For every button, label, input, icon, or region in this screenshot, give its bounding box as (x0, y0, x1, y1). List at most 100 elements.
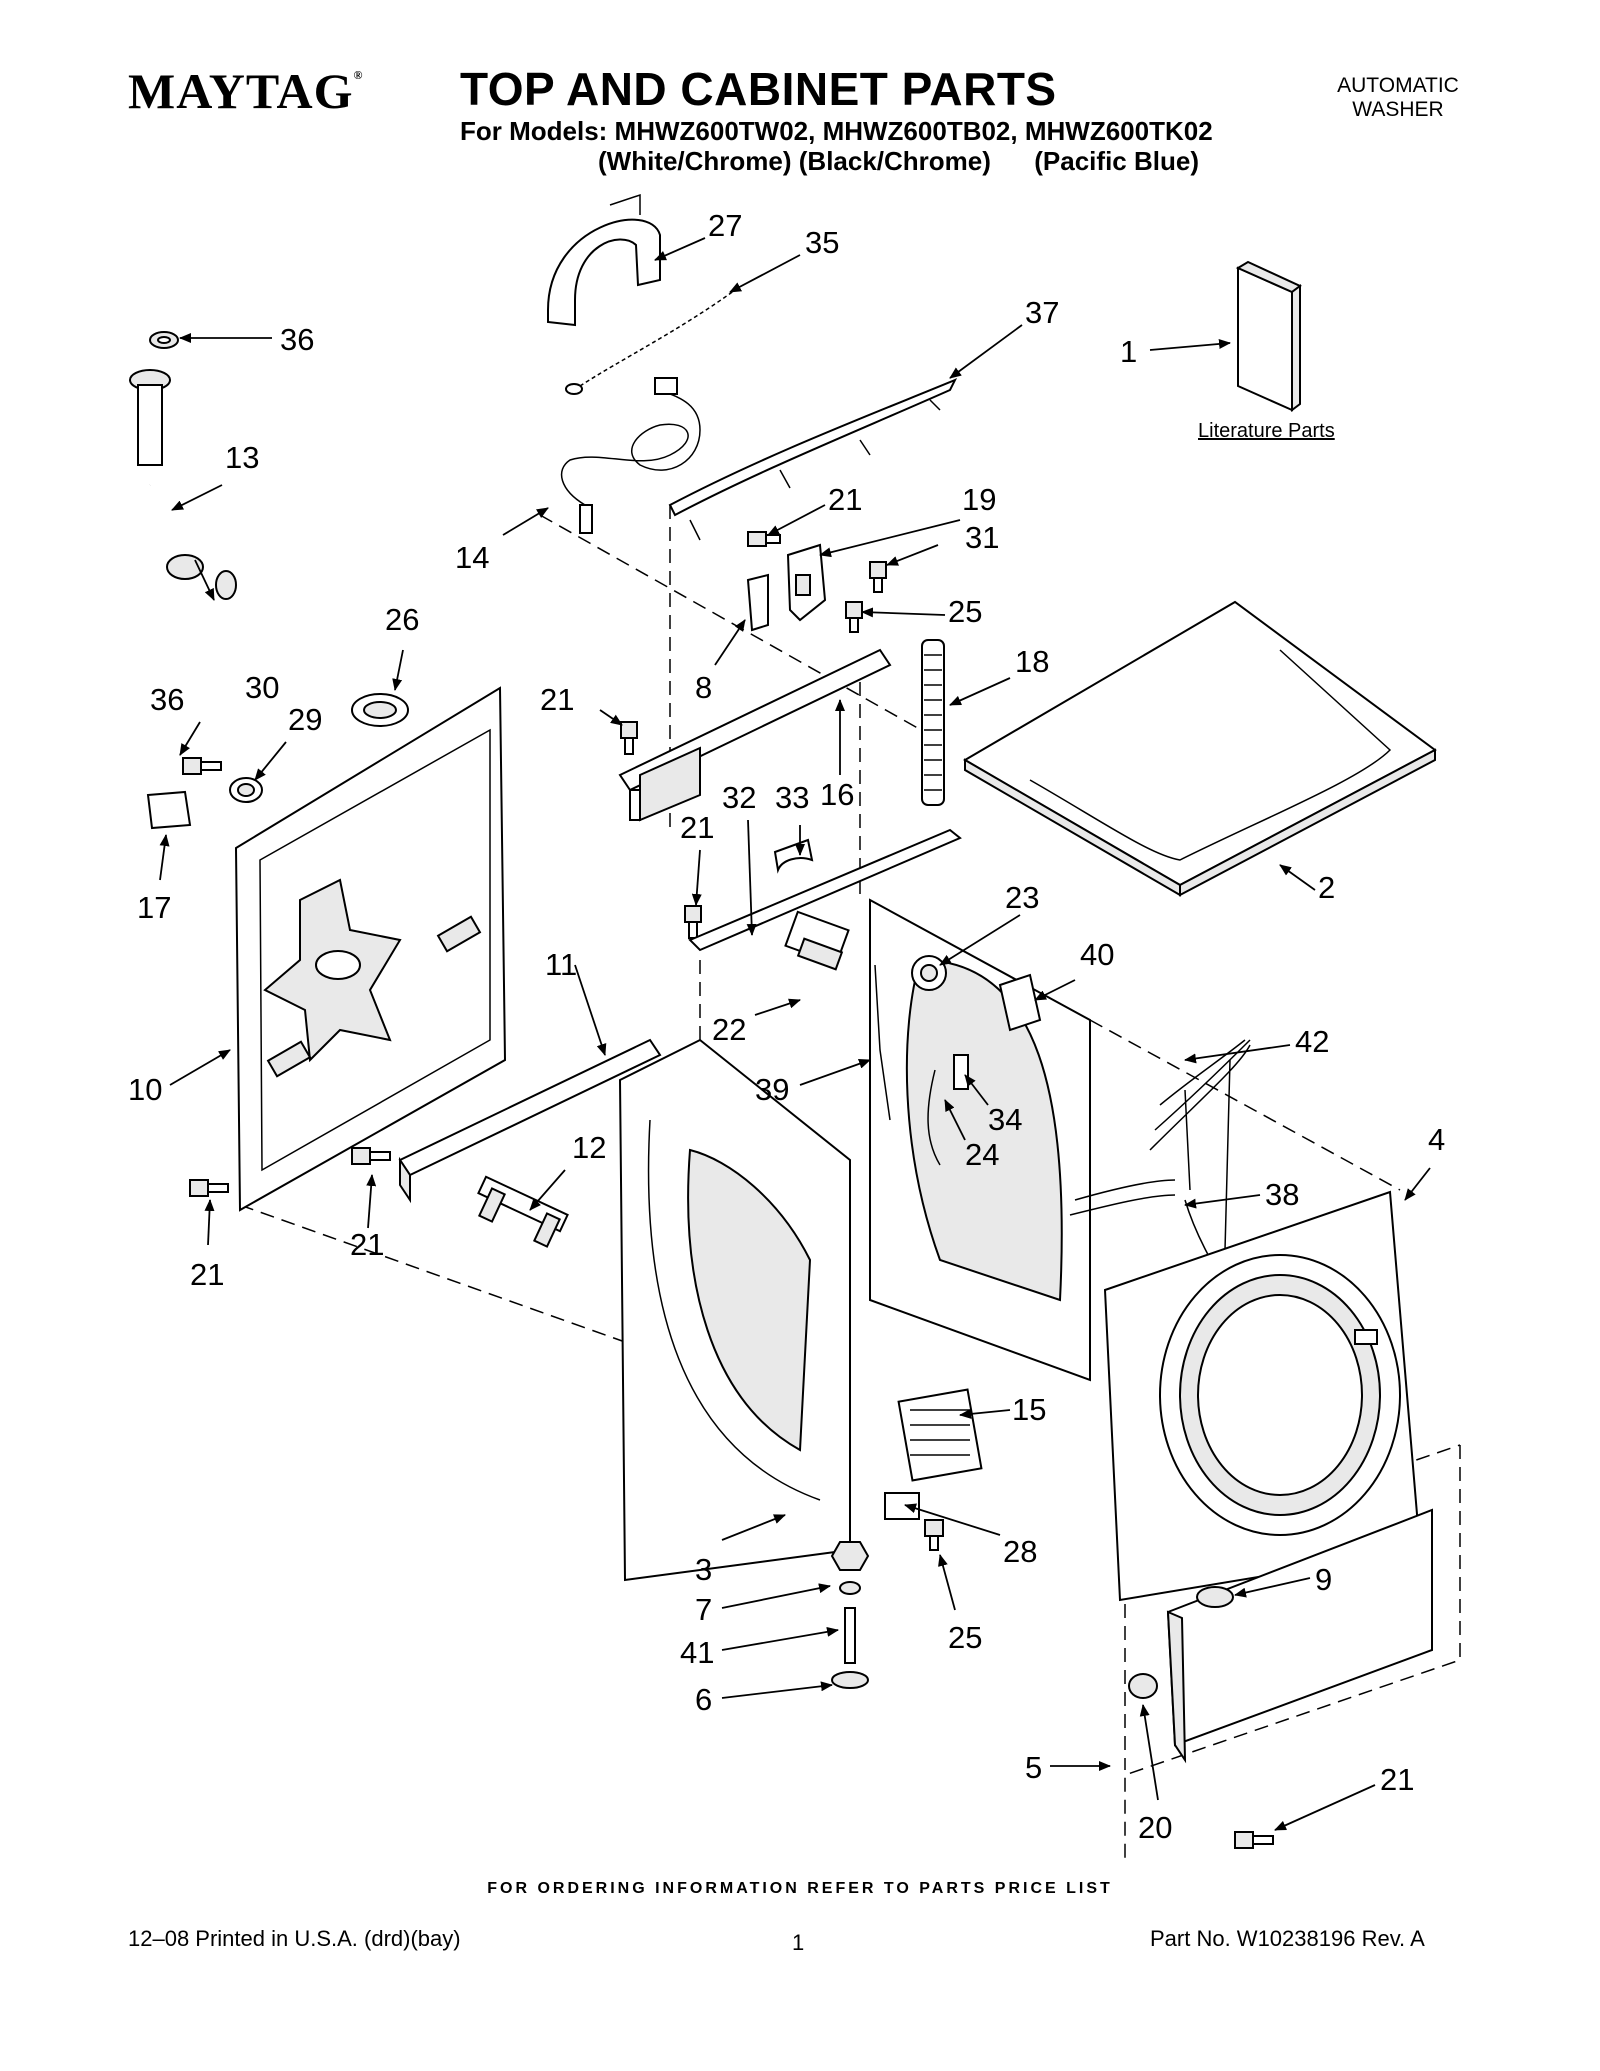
callout-10: 10 (128, 1072, 162, 1107)
callout-27: 27 (708, 208, 742, 243)
spring-bumper (953, 1054, 969, 1090)
strain-relief (773, 838, 814, 874)
callout-21-right: 21 (1380, 1762, 1414, 1797)
callout-23: 23 (1005, 880, 1039, 915)
screws (182, 531, 1274, 1849)
callout-28: 28 (1003, 1534, 1037, 1569)
inlet-clip (998, 973, 1042, 1032)
callout-4: 4 (1428, 1122, 1445, 1157)
callout-38: 38 (1265, 1177, 1299, 1212)
side-harness (874, 964, 891, 1121)
callout-19: 19 (962, 482, 996, 517)
callout-42: 42 (1295, 1024, 1329, 1059)
hose-bracket (146, 790, 192, 830)
hose-washer-top (149, 331, 179, 349)
screw-21-b (620, 721, 638, 755)
screw-30 (182, 757, 222, 775)
screw-25-b (924, 1519, 944, 1551)
callout-29: 29 (288, 702, 322, 737)
pump-clip (884, 1492, 920, 1520)
screw-25-a (845, 601, 863, 633)
callout-39: 39 (755, 1072, 789, 1107)
grommet (351, 693, 409, 727)
callout-6: 6 (695, 1682, 712, 1717)
callout-3: 3 (695, 1552, 712, 1587)
power-cord (560, 377, 701, 534)
callout-2: 2 (1318, 870, 1335, 905)
literature-label: Literature Parts (1198, 420, 1335, 442)
bead-chain-strap (565, 289, 736, 395)
ordering-note: FOR ORDERING INFORMATION REFER TO PARTS … (487, 1880, 1113, 1897)
callout-41: 41 (680, 1635, 714, 1670)
models-line: For Models: MHWZ600TW02, MHWZ600TB02, MH… (460, 116, 1213, 146)
screw-21-e (351, 1147, 391, 1165)
callout-21-left: 21 (190, 1257, 224, 1292)
screw-21-c (684, 905, 702, 939)
motor-control-unit (897, 1388, 983, 1482)
drain-hose (921, 639, 945, 806)
callout-12: 12 (572, 1130, 606, 1165)
literature-booklet (1235, 260, 1302, 412)
variants-line: (White/Chrome) (Black/Chrome) (Pacific B… (598, 146, 1199, 176)
cabinet-left-side-panel (618, 1038, 851, 1582)
callout-35: 35 (805, 225, 839, 260)
callout-21-rail: 21 (350, 1227, 384, 1262)
callout-36-top: 36 (280, 322, 314, 357)
callout-25-top: 25 (948, 594, 982, 629)
callout-16: 16 (820, 777, 854, 812)
wire-harness-channel (668, 378, 958, 541)
product-type: AUTOMATIC WASHER (1298, 74, 1498, 122)
brand-name: MAYTAG (128, 63, 354, 119)
callout-24: 24 (965, 1137, 999, 1172)
callout-7: 7 (695, 1592, 712, 1627)
hose-clamp (229, 777, 263, 803)
part-number: Part No. W10238196 Rev. A (1150, 1926, 1425, 1951)
rear-top-bracket (618, 648, 892, 822)
callout-33: 33 (775, 780, 809, 815)
callout-20: 20 (1138, 1810, 1172, 1845)
noise-filter (784, 910, 850, 971)
panel-button (1196, 1586, 1234, 1608)
vent-hose (927, 1069, 941, 1166)
page-number: 1 (792, 1930, 805, 1955)
callout-5: 5 (1025, 1750, 1042, 1785)
callout-26: 26 (385, 602, 419, 637)
callout-21-top: 21 (828, 482, 862, 517)
callout-40: 40 (1080, 937, 1114, 972)
callout-21-mid: 21 (540, 682, 574, 717)
print-info: 12–08 Printed in U.S.A. (drd)(bay) (128, 1926, 461, 1951)
page-title: TOP AND CABINET PARTS (460, 63, 1057, 115)
product-line-2: WASHER (1352, 98, 1444, 121)
callout-17: 17 (137, 890, 171, 925)
callout-25-bottom: 25 (948, 1620, 982, 1655)
door-lock-bracket (786, 543, 827, 622)
product-line-1: AUTOMATIC (1337, 74, 1459, 97)
rear-panel (234, 686, 507, 1212)
callout-31: 31 (965, 520, 999, 555)
callout-1: 1 (1120, 334, 1137, 369)
callout-labels: 27 35 36 37 1 13 14 21 19 31 25 8 18 26 … (128, 208, 1445, 1845)
callout-34: 34 (988, 1102, 1022, 1137)
callout-8: 8 (695, 670, 712, 705)
callout-30: 30 (245, 670, 279, 705)
registered-mark: ® (353, 68, 364, 82)
callout-21-center: 21 (680, 810, 714, 845)
callout-9: 9 (1315, 1562, 1332, 1597)
callout-22: 22 (712, 1012, 746, 1047)
cabinet-front-panel (1103, 1190, 1422, 1602)
panel-latch (1128, 1673, 1158, 1699)
toe-kick-panel (1166, 1508, 1433, 1764)
leveling-leg-stack (830, 1541, 870, 1689)
front-base-rail (398, 1038, 662, 1204)
callout-18: 18 (1015, 644, 1049, 679)
seal-strip (688, 828, 962, 952)
hose-guide-bracket (547, 193, 661, 327)
door-seal-ring (911, 955, 947, 991)
screw-21-d (189, 1179, 229, 1197)
callout-37: 37 (1025, 295, 1059, 330)
callout-14: 14 (455, 540, 489, 575)
callout-32: 32 (722, 780, 756, 815)
callout-36-left: 36 (150, 682, 184, 717)
washer-top-cover (963, 600, 1437, 897)
